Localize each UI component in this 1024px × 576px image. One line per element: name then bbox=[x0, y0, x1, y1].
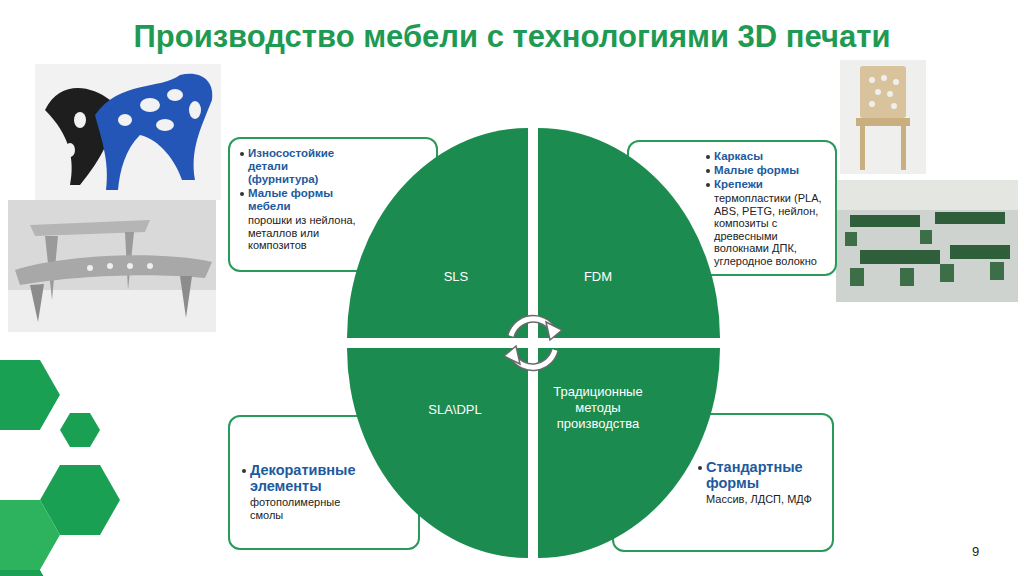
sector-text-holder: SLA\DPL bbox=[410, 402, 500, 418]
sector-label: Традиционные методы производства bbox=[542, 384, 654, 432]
bullet-dot bbox=[706, 169, 710, 173]
text-row: Стандартные формы bbox=[706, 459, 830, 491]
bullet-heading: Каркасы bbox=[714, 150, 832, 163]
text-row: Массив, ЛДСП, МДФ bbox=[706, 493, 830, 506]
body-text: Массив, ЛДСП, МДФ bbox=[706, 493, 830, 506]
sector-label: FDM bbox=[558, 269, 638, 285]
sector-shape bbox=[347, 128, 528, 338]
text-row: термопластики (PLA, ABS, PETG, нейлон, к… bbox=[714, 192, 832, 267]
circle-sector: SLA\DPL bbox=[347, 348, 528, 558]
sector-text-holder: SLS bbox=[416, 269, 496, 285]
dining-room-photo bbox=[836, 180, 1018, 302]
text-row: Износостойкие детали (фурнитура) bbox=[248, 147, 360, 186]
sector-label: SLA\DPL bbox=[410, 402, 500, 418]
bullet-heading: Стандартные формы bbox=[706, 459, 830, 491]
circle-sector: Традиционные методы производства bbox=[538, 348, 720, 558]
bullet-heading: Малые формы bbox=[714, 164, 832, 177]
bullet-heading: Малые формы мебели bbox=[248, 187, 360, 213]
bullet-dot bbox=[706, 155, 710, 159]
sector-shape bbox=[347, 348, 528, 558]
circle-sector: FDM bbox=[538, 128, 720, 338]
body-text: порошки из нейлона, металлов или компози… bbox=[248, 214, 360, 252]
slide-title: Производство мебели с технологиями 3D пе… bbox=[0, 18, 1024, 56]
bullet-heading: Крепежи bbox=[714, 178, 832, 191]
bullet-dot bbox=[240, 152, 244, 156]
sector-shape bbox=[538, 348, 720, 558]
bullet-heading: Декоративные элементы bbox=[250, 462, 368, 494]
callout-text-holder: КаркасыМалые формыКрепежитермопластики (… bbox=[714, 150, 832, 268]
text-row: Декоративные элементы bbox=[250, 462, 368, 494]
chairs-photo bbox=[35, 64, 221, 200]
bullet-dot bbox=[240, 192, 244, 196]
text-row: Малые формы мебели bbox=[248, 187, 360, 213]
text-row: Каркасы bbox=[714, 150, 832, 163]
bullet-heading: Износостойкие детали (фурнитура) bbox=[248, 147, 360, 186]
text-row: Крепежи bbox=[714, 178, 832, 191]
callout-text-holder: Износостойкие детали (фурнитура)Малые фо… bbox=[248, 147, 360, 253]
sector-text-holder: FDM bbox=[558, 269, 638, 285]
body-text: фотополимерные смолы bbox=[250, 496, 368, 521]
chair-photo bbox=[840, 60, 926, 174]
bullet-dot bbox=[242, 469, 246, 473]
sector-label: SLS bbox=[416, 269, 496, 285]
tables-photo bbox=[8, 200, 216, 332]
callout-text-holder: Стандартные формыМассив, ЛДСП, МДФ bbox=[706, 459, 830, 507]
bullet-dot bbox=[706, 183, 710, 187]
callout-text-holder: Декоративные элементыфотополимерные смол… bbox=[250, 462, 368, 522]
text-row: порошки из нейлона, металлов или компози… bbox=[248, 214, 360, 252]
circle-sector: SLS bbox=[347, 128, 528, 338]
text-row: Малые формы bbox=[714, 164, 832, 177]
bullet-dot bbox=[698, 466, 702, 470]
sector-text-holder: Традиционные методы производства bbox=[542, 384, 654, 432]
body-text: термопластики (PLA, ABS, PETG, нейлон, к… bbox=[714, 192, 832, 267]
page-number: 9 bbox=[972, 544, 979, 559]
sector-shape bbox=[538, 128, 720, 338]
hexagon-pattern bbox=[0, 360, 120, 576]
text-row: фотополимерные смолы bbox=[250, 496, 368, 521]
